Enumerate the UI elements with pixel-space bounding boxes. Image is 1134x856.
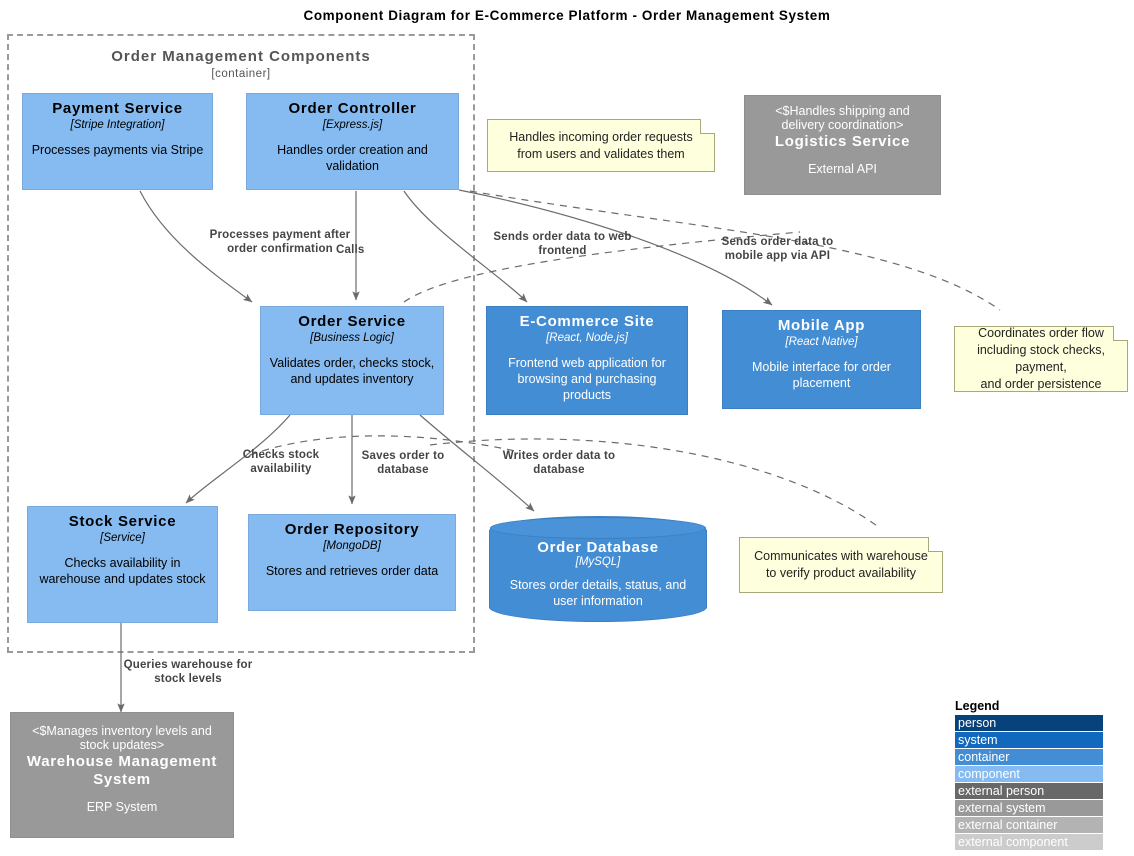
node-prefix: <$Manages inventory levels and stock upd… xyxy=(32,724,212,753)
node-description: Handles order creation and validation xyxy=(277,143,428,173)
legend-item-component: component xyxy=(955,766,1103,782)
node-technology: [Express.js] xyxy=(322,119,383,131)
legend-item-container: container xyxy=(955,749,1103,765)
legend-item-system: system xyxy=(955,732,1103,748)
node-mobile-app[interactable]: Mobile App [React Native] Mobile interfa… xyxy=(722,310,921,409)
page-title: Component Diagram for E-Commerce Platfor… xyxy=(303,8,831,23)
note-fold-icon xyxy=(1113,326,1128,341)
cylinder-top xyxy=(490,517,706,539)
legend-item-external-container: external container xyxy=(955,817,1103,833)
node-title: Order Database xyxy=(537,538,659,556)
node-order-repository[interactable]: Order Repository [MongoDB] Stores and re… xyxy=(248,514,456,611)
node-description: Mobile interface for order placement xyxy=(752,360,891,390)
boundary-title: Order Management Components xyxy=(111,48,371,65)
node-technology: [Service] xyxy=(100,532,145,544)
note-fold-icon xyxy=(928,537,943,552)
legend-item-person: person xyxy=(955,715,1103,731)
node-title: Order Service xyxy=(298,313,406,330)
note-fold-icon xyxy=(700,119,715,134)
node-title: Order Repository xyxy=(284,521,420,538)
edge-label-sends-web: Sends order data to web frontend xyxy=(493,231,632,258)
node-description: Stores and retrieves order data xyxy=(265,564,439,579)
note-text: Communicates with warehouse to verify pr… xyxy=(754,549,928,580)
node-title: E-Commerce Site xyxy=(519,313,655,330)
node-warehouse-management-system[interactable]: <$Manages inventory levels and stock upd… xyxy=(10,712,234,838)
node-technology: [React Native] xyxy=(785,336,858,348)
node-description: Checks availability in warehouse and upd… xyxy=(39,556,206,586)
node-prefix: <$Handles shipping and delivery coordina… xyxy=(775,104,910,133)
edge-label-processes-payment: Processes payment after order confirmati… xyxy=(209,229,351,256)
node-description: ERP System xyxy=(86,799,158,814)
note-stock-service: Communicates with warehouse to verify pr… xyxy=(739,537,943,593)
node-title: Warehouse Management System xyxy=(26,752,218,788)
node-technology: [MongoDB] xyxy=(323,540,381,552)
edge-label-queries-warehouse: Queries warehouse for stock levels xyxy=(123,659,253,686)
node-title: Logistics Service xyxy=(774,132,911,150)
boundary-order-management-components: Order Management Components [container] xyxy=(7,34,475,653)
node-title: Payment Service xyxy=(52,100,183,117)
node-description: Frontend web application for browsing an… xyxy=(508,356,666,402)
edge-label-sends-mobile: Sends order data to mobile app via API xyxy=(721,236,834,263)
node-order-service[interactable]: Order Service [Business Logic] Validates… xyxy=(260,306,444,415)
node-stock-service[interactable]: Stock Service [Service] Checks availabil… xyxy=(27,506,218,623)
note-order-controller: Handles incoming order requests from use… xyxy=(487,119,715,172)
node-ecommerce-site[interactable]: E-Commerce Site [React, Node.js] Fronten… xyxy=(486,306,688,415)
node-technology: [Stripe Integration] xyxy=(70,119,165,131)
legend-title: Legend xyxy=(955,699,1000,713)
note-text: Coordinates order flow including stock c… xyxy=(977,326,1105,391)
node-technology: [React, Node.js] xyxy=(546,332,628,344)
edge-label-calls: Calls xyxy=(336,244,365,256)
note-order-service: Coordinates order flow including stock c… xyxy=(954,326,1128,392)
node-order-database[interactable]: Order Database [MySQL] Stores order deta… xyxy=(489,516,707,622)
boundary-subtitle: [container] xyxy=(211,68,271,80)
node-description: Validates order, checks stock, and updat… xyxy=(269,356,435,386)
node-order-controller[interactable]: Order Controller [Express.js] Handles or… xyxy=(246,93,459,190)
node-payment-service[interactable]: Payment Service [Stripe Integration] Pro… xyxy=(22,93,213,190)
legend-item-external-system: external system xyxy=(955,800,1103,816)
legend-item-external-component: external component xyxy=(955,834,1103,850)
node-description: Processes payments via Stripe xyxy=(31,143,204,158)
node-logistics-service[interactable]: <$Handles shipping and delivery coordina… xyxy=(744,95,941,195)
legend-item-external-person: external person xyxy=(955,783,1103,799)
node-title: Mobile App xyxy=(777,317,866,334)
node-title: Stock Service xyxy=(68,513,177,530)
node-title: Order Controller xyxy=(288,100,417,117)
edge-label-checks-stock: Checks stock availability xyxy=(242,449,320,476)
node-technology: [MySQL] xyxy=(575,555,621,568)
edge-label-writes-order: Writes order data to database xyxy=(502,450,616,477)
node-description: External API xyxy=(808,161,877,176)
edge-label-saves-order: Saves order to database xyxy=(361,450,445,477)
node-technology: [Business Logic] xyxy=(310,332,394,344)
node-description: Stores order details, status, and user i… xyxy=(509,577,687,608)
note-text: Handles incoming order requests from use… xyxy=(509,129,693,161)
